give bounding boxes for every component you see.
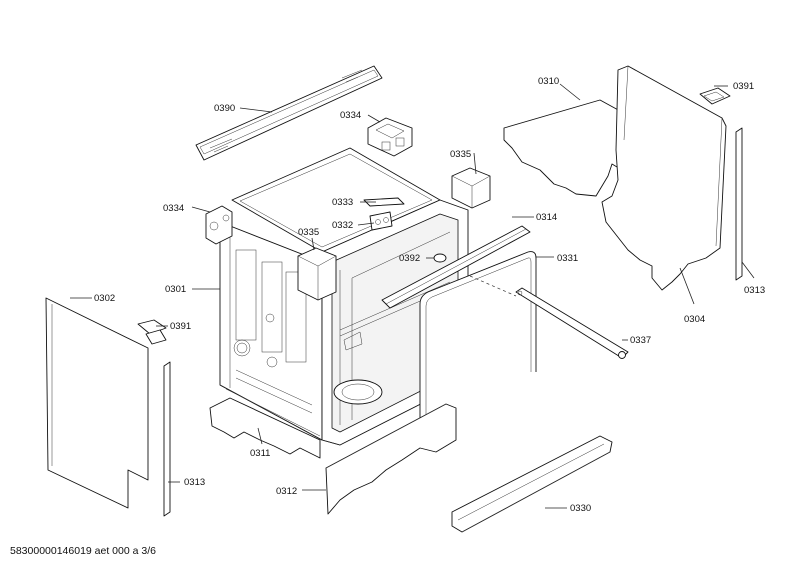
part-0390-top-plate: [195, 65, 383, 161]
label-0332: 0332: [332, 220, 353, 231]
label-0335-left: 0335: [298, 227, 319, 238]
label-0337: 0337: [630, 335, 651, 346]
label-0313-right: 0313: [744, 285, 765, 296]
part-0311-base-left: [209, 397, 321, 459]
label-0391-left: 0391: [170, 321, 191, 332]
label-0335-right: 0335: [450, 149, 471, 160]
label-0312: 0312: [276, 486, 297, 497]
part-0330-kickplate: [451, 435, 613, 533]
part-0392-bearing: [433, 253, 447, 263]
part-0304-side-insulation: [601, 65, 727, 291]
label-0334-left: 0334: [163, 203, 184, 214]
label-0334-top: 0334: [340, 110, 361, 121]
part-0334-bracket-left: [205, 205, 233, 245]
label-0333: 0333: [332, 197, 353, 208]
label-0311: 0311: [250, 448, 270, 459]
part-0335-block-left: [297, 247, 337, 301]
part-0391-bracket-left: [137, 319, 167, 345]
part-0313-strip-left: [163, 361, 171, 517]
part-0302-side-panel: [45, 297, 149, 509]
part-0334-bracket-top: [367, 117, 413, 157]
label-0391-top: 0391: [733, 81, 754, 92]
label-0313-left: 0313: [184, 477, 205, 488]
drawing-reference-number: 58300000146019 aet 000 a 3/6: [10, 545, 156, 557]
label-0392: 0392: [399, 253, 420, 264]
label-0390: 0390: [214, 103, 235, 114]
leader-lines: [70, 83, 755, 509]
part-0333-strip: [363, 197, 405, 207]
part-0314-rail: [381, 225, 531, 309]
part-0332-clip: [369, 211, 393, 231]
label-0314: 0314: [536, 212, 557, 223]
label-0301: 0301: [165, 284, 186, 295]
part-0335-block-right: [451, 167, 491, 209]
part-0313-strip-right: [735, 127, 743, 281]
part-0391-bracket-top: [699, 87, 731, 105]
label-0304: 0304: [684, 314, 705, 325]
part-0312-base-front: [325, 403, 457, 515]
part-0337-rod: [515, 287, 629, 359]
label-0310: 0310: [538, 76, 559, 87]
label-0331: 0331: [557, 253, 578, 264]
part-0331-frame-seal: [419, 251, 537, 444]
assembly-dashed-line: [469, 275, 517, 297]
label-0330: 0330: [570, 503, 591, 514]
label-0302: 0302: [94, 293, 115, 304]
